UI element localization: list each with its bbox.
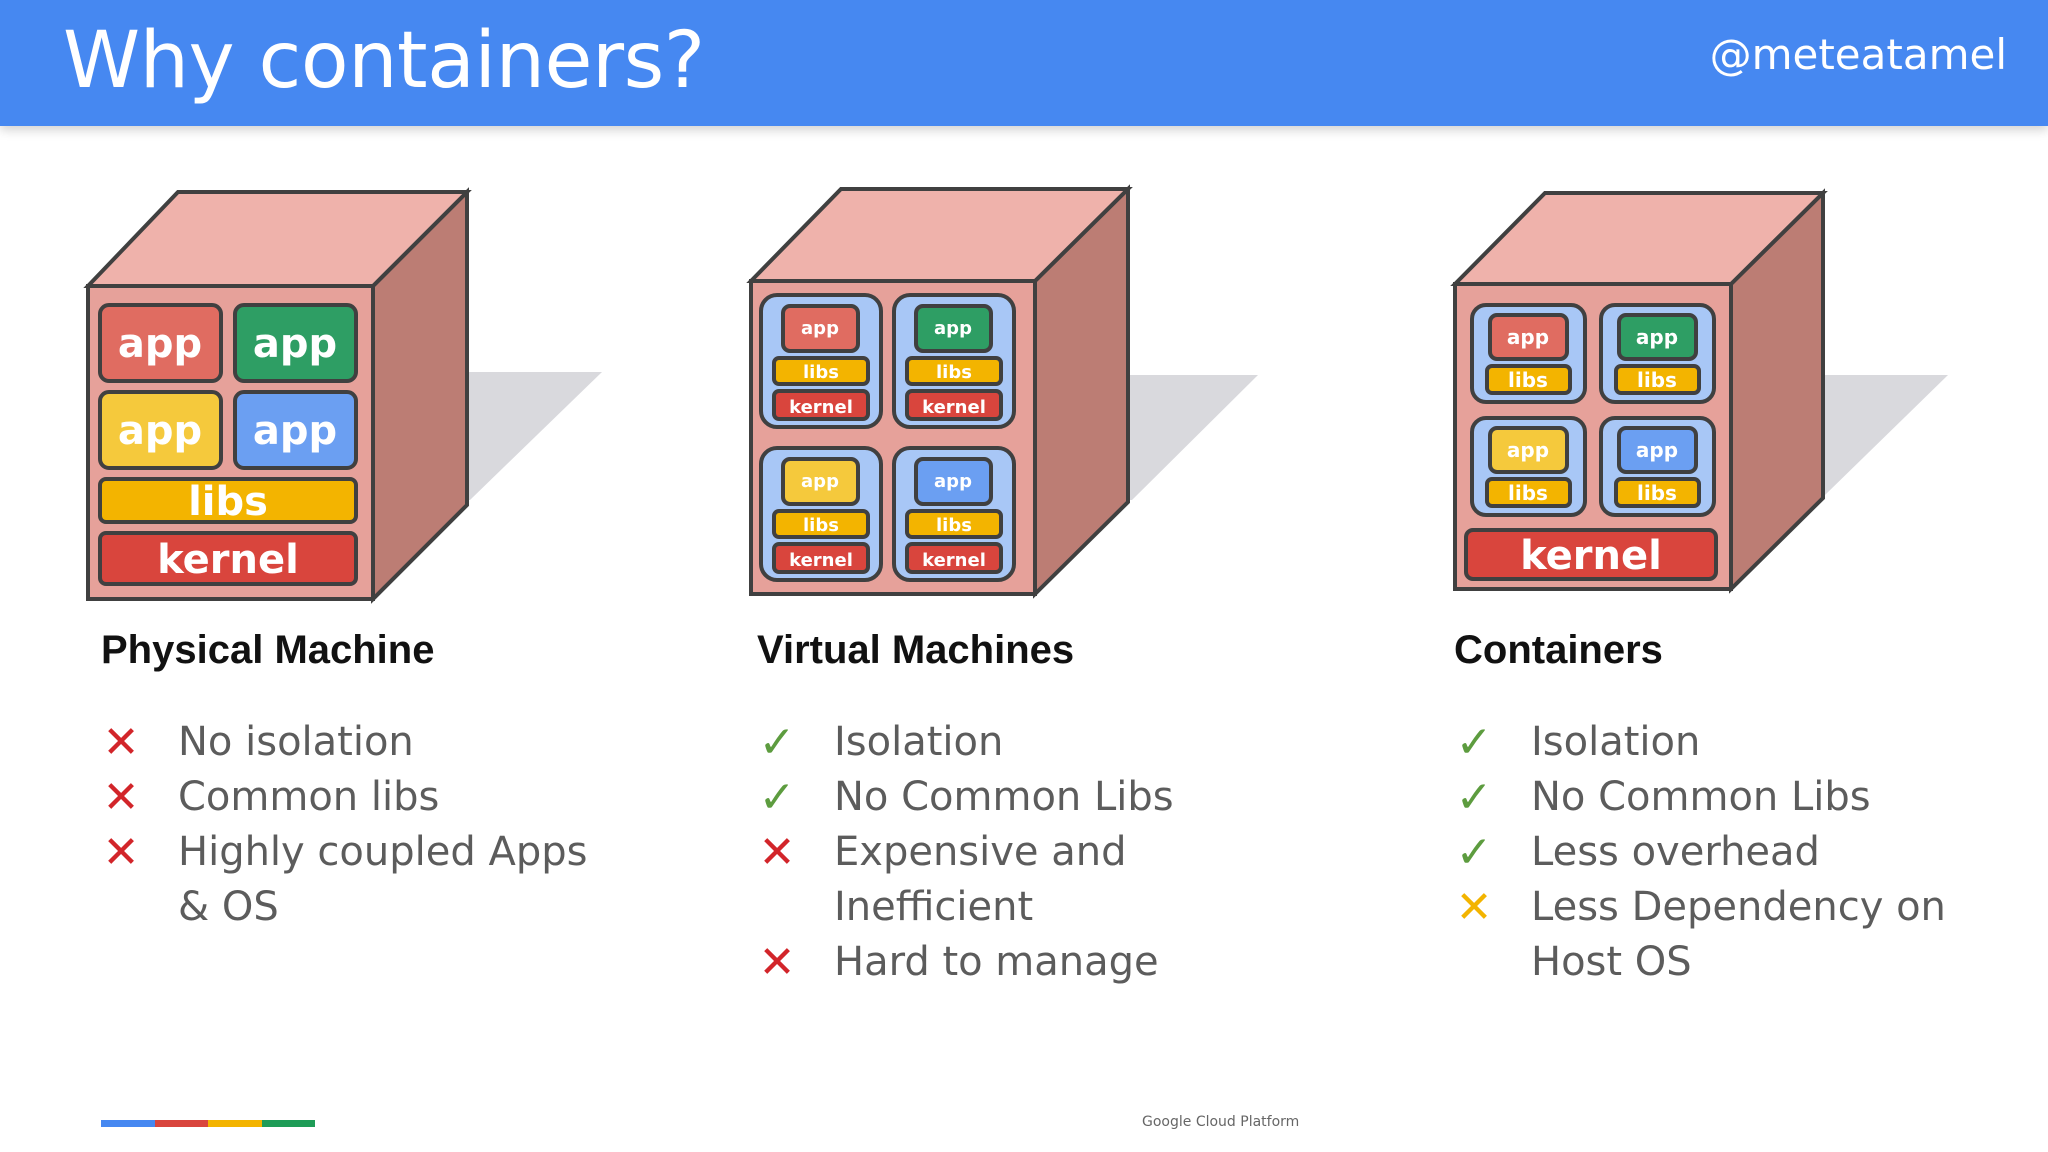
machines-diagram: app app app app libs kernel [83, 184, 1948, 604]
list-item-text: Less overhead [1531, 829, 1820, 875]
check-icon: ✓ [1455, 827, 1493, 878]
vm-libs-label: libs [803, 362, 839, 383]
physical-libs-label: libs [188, 479, 268, 525]
cross-icon: ✕ [102, 827, 140, 878]
list-item: ✕ Expensive and Inefficient [757, 825, 1354, 935]
check-icon: ✓ [758, 772, 796, 823]
check-icon: ✓ [1455, 717, 1493, 768]
container-libs-label: libs [1508, 481, 1548, 505]
vm-unit: app libs kernel [759, 446, 883, 582]
physical-app-green: app [233, 303, 358, 383]
cross-icon: ✕ [758, 937, 796, 988]
physical-app-label: app [118, 321, 202, 367]
physical-machine-list: ✕ No isolation ✕ Common libs ✕ Highly coupled… [101, 715, 698, 935]
vm-libs-label: libs [936, 515, 972, 536]
list-item: ✓ Isolation [757, 715, 1354, 770]
check-icon: ✓ [758, 717, 796, 768]
partial-cross-icon: ✕ [1455, 882, 1493, 933]
vm-app-label: app [801, 471, 839, 492]
container-libs-label: libs [1637, 481, 1677, 505]
container-libs-label: libs [1508, 368, 1548, 392]
author-handle: @meteatamel [1709, 30, 2007, 79]
list-item-text: No isolation [178, 719, 414, 765]
vm-kernel-label: kernel [922, 550, 986, 571]
brand-color-segment [208, 1120, 262, 1127]
slide-title: Why containers? [63, 16, 705, 106]
cross-icon: ✕ [758, 827, 796, 878]
physical-machine-cube: app app app app libs kernel [83, 187, 602, 604]
vm-app-label: app [801, 318, 839, 339]
physical-app-blue: app [233, 390, 358, 470]
list-item: ✓ No Common Libs [757, 770, 1354, 825]
brand-color-segment [261, 1120, 315, 1127]
physical-machine-title: Physical Machine [101, 628, 435, 672]
list-item: ✓ Isolation [1454, 715, 2048, 770]
container-app-label: app [1507, 325, 1549, 349]
title-bar: Why containers? @meteatamel [0, 0, 2048, 126]
container-unit: app libs [1470, 416, 1587, 517]
vm-kernel-label: kernel [789, 397, 853, 418]
list-item: ✕ Less Dependency on Host OS [1454, 880, 2048, 990]
vm-kernel-label: kernel [789, 550, 853, 571]
vm-unit: app libs kernel [759, 293, 883, 429]
list-item-text: Isolation [834, 719, 1004, 765]
list-item: ✓ No Common Libs [1454, 770, 2048, 825]
physical-app-label: app [118, 408, 202, 454]
container-app-label: app [1636, 438, 1678, 462]
virtual-machines-cube: app libs kernel app libs kernel app libs… [746, 184, 1258, 599]
list-item: ✕ Hard to manage [757, 935, 1354, 990]
container-unit: app libs [1599, 416, 1716, 517]
vm-libs-label: libs [803, 515, 839, 536]
vm-app-label: app [934, 471, 972, 492]
physical-kernel-label: kernel [157, 537, 299, 583]
list-item-text: Expensive and Inefficient [834, 829, 1127, 930]
container-app-label: app [1636, 325, 1678, 349]
vm-libs-label: libs [936, 362, 972, 383]
container-unit: app libs [1599, 303, 1716, 404]
container-libs-label: libs [1637, 368, 1677, 392]
container-kernel-label: kernel [1520, 533, 1662, 579]
physical-app-red: app [98, 303, 223, 383]
physical-app-label: app [253, 321, 337, 367]
vm-unit: app libs kernel [892, 446, 1016, 582]
containers-title: Containers [1454, 628, 1663, 672]
physical-libs-layer: libs [98, 477, 358, 525]
vm-app-label: app [934, 318, 972, 339]
cross-icon: ✕ [102, 772, 140, 823]
check-icon: ✓ [1455, 772, 1493, 823]
container-unit: app libs [1470, 303, 1587, 404]
list-item-text: Common libs [178, 774, 440, 820]
physical-kernel-layer: kernel [98, 531, 358, 586]
list-item-text: Highly coupled Apps & OS [178, 829, 588, 930]
brand-color-segment [154, 1120, 208, 1127]
virtual-machines-list: ✓ Isolation ✓ No Common Libs ✕ Expensive and … [757, 715, 1354, 990]
list-item: ✓ Less overhead [1454, 825, 2048, 880]
list-item: ✕ No isolation [101, 715, 698, 770]
virtual-machines-title: Virtual Machines [757, 628, 1075, 672]
brand-color-segment [101, 1120, 155, 1127]
footer-brand: Google Cloud Platform [1142, 1114, 1300, 1130]
list-item-text: No Common Libs [834, 774, 1174, 820]
brand-color-bar [101, 1120, 315, 1127]
list-item-text: No Common Libs [1531, 774, 1871, 820]
vm-unit: app libs kernel [892, 293, 1016, 429]
list-item-text: Isolation [1531, 719, 1701, 765]
list-item-text: Hard to manage [834, 939, 1159, 985]
physical-app-label: app [253, 408, 337, 454]
containers-list: ✓ Isolation ✓ No Common Libs ✓ Less overhead ✕… [1454, 715, 2048, 990]
list-item: ✕ Common libs [101, 770, 698, 825]
list-item: ✕ Highly coupled Apps & OS [101, 825, 698, 935]
containers-cube: app libs app libs app libs app libs [1450, 188, 1948, 594]
container-kernel-layer: kernel [1464, 528, 1718, 581]
cross-icon: ✕ [102, 717, 140, 768]
vm-kernel-label: kernel [922, 397, 986, 418]
list-item-text: Less Dependency on Host OS [1531, 884, 1946, 985]
physical-app-yellow: app [98, 390, 223, 470]
container-app-label: app [1507, 438, 1549, 462]
